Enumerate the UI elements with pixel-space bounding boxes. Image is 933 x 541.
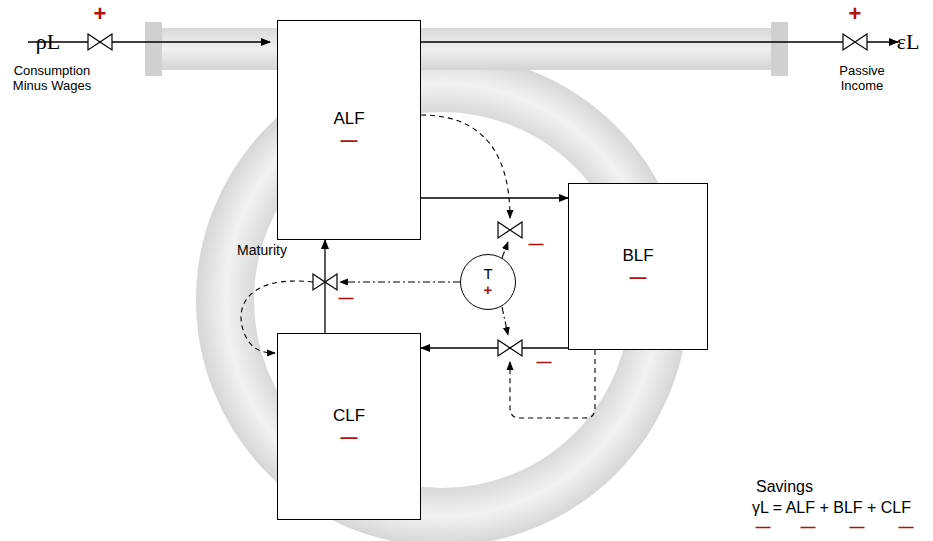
control-circle: T+	[460, 254, 516, 310]
equation: γL = ALF + BLF + CLF	[752, 499, 911, 517]
flow-symbol: εL	[897, 29, 920, 54]
equation-title: Savings	[756, 478, 813, 496]
fund-box: CLF—	[277, 333, 421, 520]
fund-box: ALF—	[277, 20, 421, 240]
sign-mark: —	[756, 518, 771, 535]
sign-mark: +	[849, 1, 862, 26]
flow-arrow	[324, 240, 325, 333]
node-label: T	[483, 266, 492, 282]
flow-arrow	[421, 347, 568, 348]
sign-mark: +	[484, 282, 493, 298]
flow-caption: Passive Income	[820, 64, 904, 94]
sign-mark: —	[801, 518, 816, 535]
sign-mark: +	[94, 1, 107, 26]
sign-mark: —	[850, 518, 865, 535]
sign-mark: —	[899, 518, 914, 535]
flow-caption: Consumption Minus Wages	[4, 64, 100, 94]
sign-mark: —	[339, 289, 354, 306]
node-label: BLF	[622, 245, 653, 267]
sign-mark: —	[537, 353, 552, 370]
node-label: CLF	[333, 405, 365, 427]
sign-mark: —	[630, 267, 647, 289]
flow-arrow	[421, 197, 568, 198]
sign-mark: —	[341, 130, 358, 152]
sign-mark: —	[529, 235, 544, 252]
sign-mark: —	[341, 427, 358, 449]
valve-label: Maturity	[237, 242, 287, 258]
flow-symbol: ρL	[36, 29, 60, 54]
fund-box: BLF—	[568, 183, 708, 350]
node-label: ALF	[333, 108, 364, 130]
